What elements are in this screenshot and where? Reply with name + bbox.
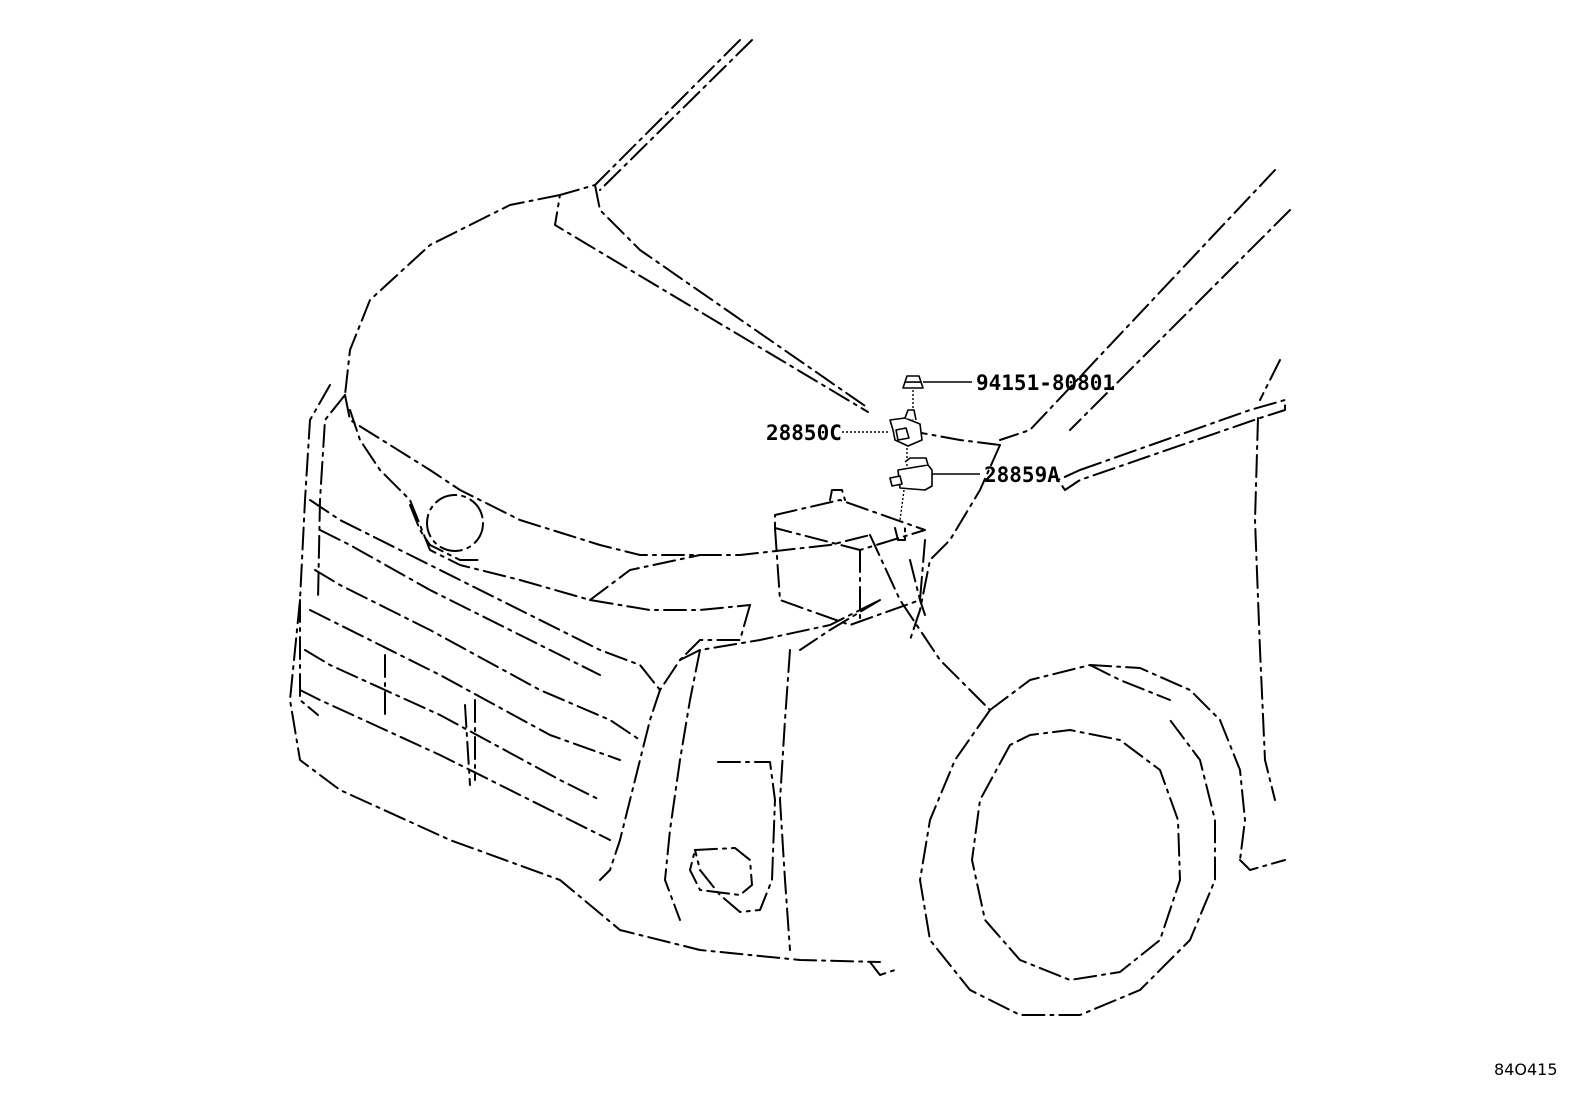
callout-leaders — [842, 381, 980, 475]
sensor-part — [889, 409, 923, 447]
callout-nut-label: 94151-80801 — [976, 371, 1115, 395]
fender — [799, 359, 1286, 871]
bumper-corner — [664, 599, 896, 976]
figure-number: 84O415 — [1494, 1060, 1558, 1079]
callout-bracket-label: 28859A — [984, 463, 1060, 487]
emblem — [409, 494, 484, 561]
nut-part — [902, 375, 924, 389]
front-tire — [919, 709, 1216, 1016]
front-fascia — [289, 384, 881, 963]
bracket-alignment-line — [899, 489, 905, 521]
washer-tank — [774, 489, 926, 626]
hood-outline — [344, 39, 1291, 446]
callout-sensor-label: 28850C — [766, 421, 842, 445]
bracket-part — [889, 457, 933, 491]
